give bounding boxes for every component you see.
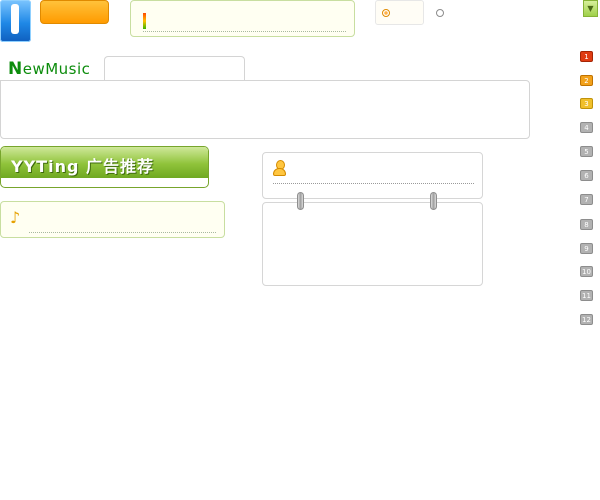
ad-banner-title: YYTing 广告推荐 <box>11 157 154 176</box>
volume-meter-icon <box>143 13 146 29</box>
rank-badge-3: 3 <box>580 98 593 109</box>
newmusic-title: NewMusic <box>8 59 91 79</box>
rank-badge-10: 10 <box>580 266 593 277</box>
rank-badge-5: 5 <box>580 146 593 157</box>
rank-badge-1: 1 <box>580 51 593 62</box>
music-note-icon: ♪ <box>10 208 21 227</box>
binder-ring-icon <box>297 192 304 210</box>
binder-ring-icon <box>430 192 437 210</box>
ad-recommend-banner[interactable]: YYTing 广告推荐 <box>0 146 209 188</box>
chevron-down-icon: ▼ <box>587 4 594 13</box>
radio-option-2[interactable] <box>436 9 444 17</box>
dotted-divider <box>273 183 474 184</box>
user-panel <box>262 152 483 199</box>
app-logo[interactable] <box>0 0 31 42</box>
music-note-panel: ♪ <box>0 201 225 238</box>
rank-badge-11: 11 <box>580 290 593 301</box>
player-status-panel <box>130 0 355 37</box>
rank-badge-12: 12 <box>580 314 593 325</box>
newmusic-tab[interactable] <box>104 56 245 81</box>
orange-button[interactable] <box>40 0 109 24</box>
dotted-divider <box>143 31 346 32</box>
notepad-panel <box>262 202 483 286</box>
dropdown-button[interactable]: ▼ <box>583 0 598 17</box>
newmusic-panel <box>0 80 530 139</box>
rank-badge-8: 8 <box>580 219 593 230</box>
rank-badge-6: 6 <box>580 170 593 181</box>
user-icon <box>273 160 286 177</box>
dotted-divider <box>29 232 216 233</box>
rank-badge-4: 4 <box>580 122 593 133</box>
rank-badge-9: 9 <box>580 243 593 254</box>
banner-band <box>1 147 208 178</box>
radio-option-1[interactable] <box>382 9 390 17</box>
rank-badge-7: 7 <box>580 194 593 205</box>
rank-badge-2: 2 <box>580 75 593 86</box>
logo-bar-icon <box>11 4 19 34</box>
